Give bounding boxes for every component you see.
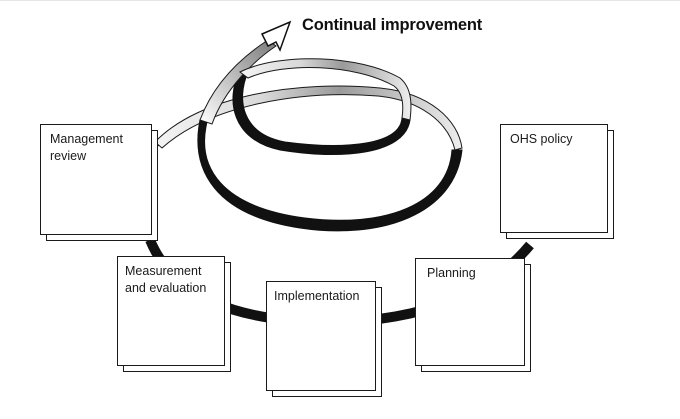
continual-improvement-arrow-icon	[260, 20, 292, 52]
ohs-policy-box: OHS policy	[500, 124, 616, 240]
spiral-inner-loop	[232, 69, 411, 156]
measurement-evaluation-box: Measurement and evaluation	[117, 256, 233, 374]
planning-label: Planning	[427, 266, 476, 280]
box-front-sheet	[266, 281, 376, 391]
planning-box: Planning	[415, 258, 533, 374]
spiral-band-dark	[197, 119, 463, 232]
measurement-evaluation-label-line1: Measurement	[125, 264, 202, 278]
ohs-policy-label: OHS policy	[510, 132, 573, 146]
management-review-label-line2: review	[50, 149, 87, 163]
measurement-evaluation-label-line2: and evaluation	[125, 281, 207, 295]
box-front-sheet	[500, 124, 608, 233]
top-border	[0, 0, 680, 1]
implementation-label: Implementation	[274, 289, 360, 303]
implementation-box: Implementation	[266, 281, 384, 399]
management-review-label-line1: Management	[50, 132, 123, 146]
management-review-box: Management review	[40, 124, 160, 242]
box-front-sheet	[117, 256, 225, 366]
box-front-sheet	[415, 258, 525, 366]
box-front-sheet	[40, 124, 152, 235]
rising-ribbon	[199, 39, 277, 125]
diagram-title: Continual improvement	[302, 16, 483, 34]
inner-loop-top-ribbon	[239, 58, 412, 121]
